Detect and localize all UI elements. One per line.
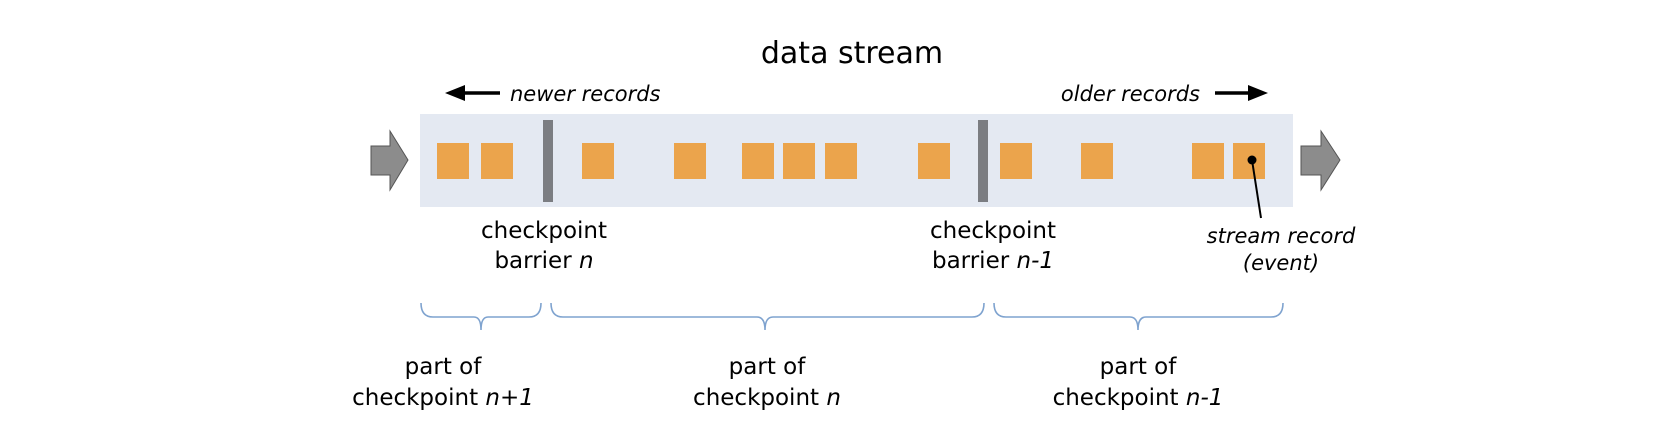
barrier-n-label-line1: checkpoint — [481, 218, 607, 244]
part-n-plus-1-label-line1: part of — [405, 354, 483, 380]
barrier-n-1-label-line1: checkpoint — [930, 218, 1056, 244]
brace-checkpoint-n-minus-1 — [993, 302, 1284, 331]
brace-checkpoint-n — [550, 302, 985, 331]
diagram-title: data stream — [761, 36, 943, 71]
checkpoint-barrier-n-minus-1 — [978, 120, 988, 202]
part-n-minus-1-label-line2: checkpoint n-1 — [1053, 385, 1224, 411]
stream-record — [437, 143, 469, 179]
stream-record — [674, 143, 706, 179]
newer-records-label: newer records — [510, 82, 661, 106]
record-pointer-line — [1251, 159, 1262, 219]
stream-record — [1081, 143, 1113, 179]
stream-record — [742, 143, 774, 179]
stream-record-label-line1: stream record — [1207, 224, 1356, 248]
older-records-indicator: older records — [1061, 82, 1268, 106]
barrier-n-1-label-line2: barrier n-1 — [932, 248, 1054, 274]
stream-record — [481, 143, 513, 179]
stream-records — [437, 143, 1265, 179]
stream-record — [1000, 143, 1032, 179]
checkpoint-barrier-n — [543, 120, 553, 202]
part-n-label-line1: part of — [729, 354, 807, 380]
newer-records-indicator: newer records — [445, 82, 661, 106]
arrow-right-head-icon — [1248, 85, 1268, 101]
arrow-left-head-icon — [445, 85, 465, 101]
input-flow-arrow-icon — [370, 129, 409, 192]
barrier-n-label-line2: barrier n — [494, 248, 593, 274]
older-records-label: older records — [1061, 82, 1200, 106]
stream-record — [918, 143, 950, 179]
part-n-plus-1-label-line2: checkpoint n+1 — [352, 385, 534, 411]
part-n-minus-1-label-line1: part of — [1100, 354, 1178, 380]
stream-record — [825, 143, 857, 179]
stream-record — [783, 143, 815, 179]
brace-checkpoint-n-plus-1 — [420, 302, 542, 331]
stream-record — [1192, 143, 1224, 179]
stream-record-label-line2: (event) — [1243, 251, 1319, 275]
part-n-label-line2: checkpoint n — [693, 385, 841, 411]
output-flow-arrow-icon — [1300, 129, 1341, 192]
stream-record — [582, 143, 614, 179]
